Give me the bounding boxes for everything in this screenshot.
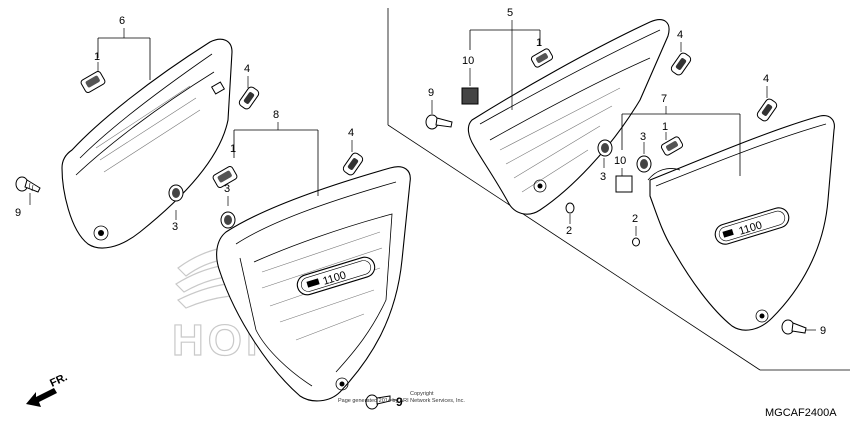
- copyright-line-2: Page generated 2014 by ARI Network Servi…: [338, 398, 465, 404]
- callout-9-right-top: 9: [428, 87, 434, 99]
- bolt-9-left: [15, 176, 41, 193]
- callout-3-right: 3: [600, 171, 606, 183]
- left-side-cover-upper: [61, 38, 233, 249]
- bolt-9-right-top: [425, 114, 453, 130]
- copyright-line-1: Copyright: [410, 391, 434, 397]
- callout-1-left-top: 1: [94, 51, 100, 63]
- callout-9-right: 9: [820, 325, 826, 337]
- callout-4-right: 4: [763, 73, 769, 85]
- emblem-badge-left: 1100: [296, 256, 376, 296]
- collar-3-right: [597, 139, 613, 157]
- callout-2-mid: 2: [566, 225, 572, 237]
- callout-1-left-mid: 1: [230, 143, 236, 155]
- grommet-1-left-top: [80, 71, 106, 93]
- callout-1-right-top: 1: [536, 37, 542, 49]
- callout-2-right: 2: [632, 213, 638, 225]
- callout-4-left: 4: [244, 63, 250, 75]
- callout-4-mid: 4: [348, 127, 354, 139]
- collar-3-mid: [220, 211, 236, 229]
- rubber-4-mid: [342, 152, 364, 176]
- callout-3-right-b: 3: [640, 131, 646, 143]
- callout-3-left: 3: [172, 221, 178, 233]
- callout-1-right-mid: 1: [662, 121, 668, 133]
- copyright-notice: Copyright Page generated 2014 by ARI Net…: [338, 391, 465, 404]
- callout-8: 8: [273, 109, 279, 121]
- emblem-badge-right: 1100: [714, 207, 790, 245]
- callout-10-top: 10: [462, 55, 474, 67]
- damper-10-right: [615, 175, 633, 193]
- collar-3-right-b: [636, 155, 652, 173]
- front-direction-indicator: FR.: [26, 371, 69, 407]
- rubber-4-right: [756, 98, 778, 122]
- bolt-9-bottom: [365, 394, 391, 410]
- right-side-cover-main: 1100: [647, 115, 835, 331]
- callout-7: 7: [661, 93, 667, 105]
- bolt-9-right: [781, 319, 807, 335]
- callout-brackets: [29, 20, 816, 401]
- front-label: FR.: [48, 371, 69, 389]
- callout-5: 5: [507, 7, 513, 19]
- callout-10-right: 10: [614, 155, 626, 167]
- rubber-4-left: [238, 86, 260, 110]
- callout-6: 6: [119, 15, 125, 27]
- group-divider: [387, 8, 850, 371]
- right-side-cover-upper: [467, 19, 670, 215]
- left-side-cover-main: 1100: [216, 166, 411, 402]
- front-arrow-icon: [26, 388, 57, 407]
- damper-10-top: [461, 87, 479, 105]
- rubber-4-right-top: [670, 52, 692, 76]
- collar-3-left: [168, 184, 184, 202]
- drawing-code: MGCAF2400A: [765, 407, 837, 419]
- callout-numbers: 6 1 4 8 1 4 9 3 3 9 5 10 1 4 9 2 3 7 4 1…: [15, 7, 826, 409]
- callout-4-right-top: 4: [677, 29, 683, 41]
- callout-9-bottom: 9: [396, 395, 403, 409]
- grommet-1-left-mid: [212, 166, 238, 188]
- callout-9-left: 9: [15, 207, 21, 219]
- callout-3-mid: 3: [224, 183, 230, 195]
- grommet-2-mid: [565, 202, 575, 214]
- grommet-1-right-mid: [660, 136, 684, 156]
- grommet-1-right-top: [530, 48, 554, 68]
- grommet-2-right: [632, 237, 640, 247]
